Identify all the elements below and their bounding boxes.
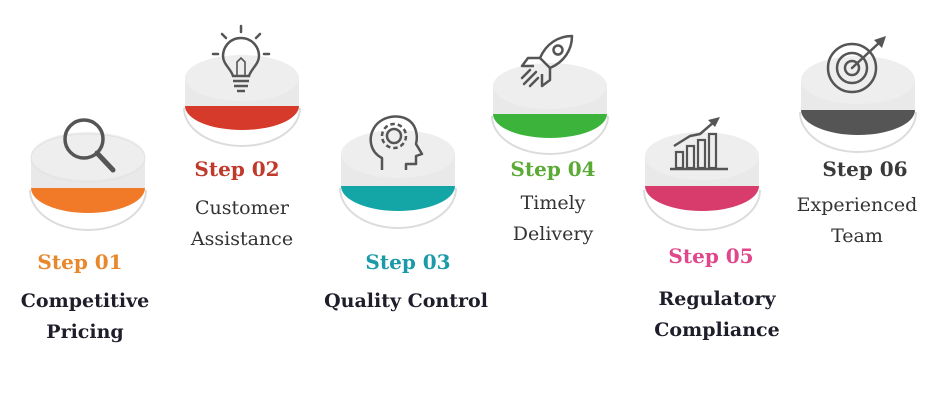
title-line: Regulatory [658, 288, 776, 310]
step-label: Step 04 [510, 157, 596, 181]
step-label: Step 03 [365, 250, 451, 274]
title-line: Quality Control [324, 290, 488, 312]
title-line: Team [831, 225, 883, 247]
title-line: Customer [195, 197, 289, 219]
step-03-pedestal [339, 130, 457, 229]
head-gear-icon [369, 115, 424, 170]
step-01-pedestal [29, 132, 147, 231]
magnifier-icon [63, 118, 116, 173]
lightbulb-icon [211, 24, 271, 93]
step-label: Step 05 [668, 244, 754, 268]
step-label: Step 01 [37, 250, 123, 274]
step-title: Customer Assistance [191, 193, 293, 255]
step-label: Step 06 [822, 157, 908, 181]
title-line: Pricing [46, 321, 124, 343]
title-line: Assistance [190, 228, 294, 250]
target-icon [826, 36, 886, 94]
step-title: Competitive Pricing [21, 286, 149, 348]
title-line: Experienced [796, 194, 918, 216]
growth-chart-icon [670, 117, 728, 171]
step-label: Step 02 [194, 157, 280, 181]
step-title: Experienced Team [797, 190, 918, 252]
title-line: Compliance [654, 319, 780, 341]
step-06-pedestal [799, 56, 917, 153]
rocket-icon [520, 34, 574, 88]
step-title: Regulatory Compliance [654, 284, 779, 346]
title-line: Timely [520, 192, 586, 214]
step-title: Timely Delivery [513, 188, 593, 250]
step-04-pedestal [491, 63, 609, 155]
step-title: Quality Control [324, 286, 488, 317]
title-line: Delivery [512, 223, 594, 245]
title-line: Competitive [20, 290, 150, 312]
